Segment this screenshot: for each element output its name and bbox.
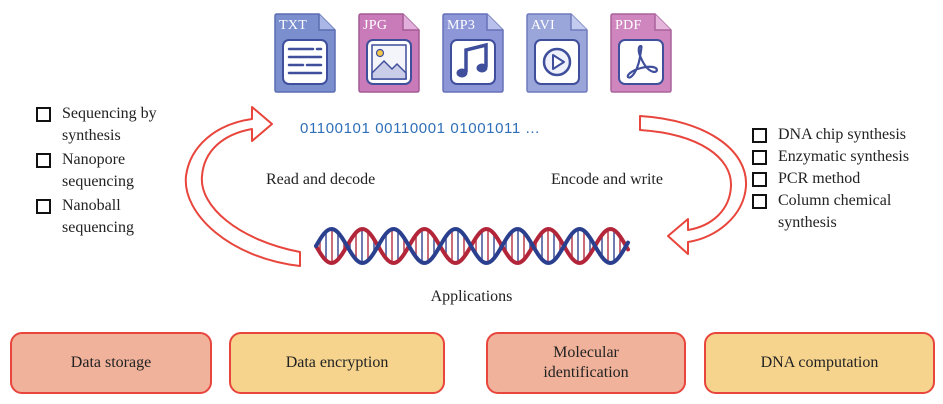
write-method-item: DNA chip synthesis bbox=[752, 124, 909, 146]
read-method-item: Nanoball sequencing bbox=[36, 195, 157, 239]
file-type-label: TXT bbox=[279, 18, 308, 33]
read-method-line: Sequencing by bbox=[62, 105, 157, 122]
video-file-icon: AVI bbox=[525, 12, 589, 94]
checkbox-icon bbox=[36, 107, 51, 122]
read-method-line: sequencing bbox=[62, 173, 134, 190]
write-method-line: Column chemical bbox=[778, 192, 892, 209]
write-method-line: Enzymatic synthesis bbox=[778, 148, 910, 165]
read-arrow bbox=[184, 106, 301, 267]
checkbox-icon bbox=[752, 150, 767, 165]
application-label-line: identification bbox=[543, 364, 629, 381]
dna-helix-icon bbox=[314, 226, 630, 266]
application-molecular-identification: Molecular identification bbox=[486, 332, 686, 394]
application-label: Data encryption bbox=[285, 354, 389, 371]
file-type-label: PDF bbox=[615, 18, 642, 33]
dna-strand-blue bbox=[314, 226, 630, 266]
checkbox-icon bbox=[752, 172, 767, 187]
application-label: DNA computation bbox=[760, 354, 879, 371]
application-dna-computation: DNA computation bbox=[704, 332, 935, 394]
applications-title: Applications bbox=[430, 288, 513, 305]
write-method-line: DNA chip synthesis bbox=[778, 126, 906, 143]
read-methods-list: Sequencing by synthesis Nanopore sequenc… bbox=[36, 103, 157, 241]
checkbox-icon bbox=[752, 128, 767, 143]
write-method-item: Column chemical synthesis bbox=[752, 190, 909, 234]
checkbox-icon bbox=[752, 194, 767, 209]
encode-write-label: Encode and write bbox=[551, 171, 663, 188]
read-decode-label: Read and decode bbox=[266, 171, 376, 188]
write-method-item: PCR method bbox=[752, 168, 909, 190]
file-type-label: JPG bbox=[363, 18, 388, 33]
application-label-line: Molecular bbox=[553, 344, 619, 361]
checkbox-icon bbox=[36, 153, 51, 168]
write-arrow bbox=[639, 115, 748, 255]
application-data-encryption: Data encryption bbox=[229, 332, 445, 394]
application-data-storage: Data storage bbox=[10, 332, 212, 394]
read-method-line: synthesis bbox=[62, 127, 121, 144]
image-file-icon: JPG bbox=[357, 12, 421, 94]
checkbox-icon bbox=[36, 199, 51, 214]
audio-file-icon: MP3 bbox=[441, 12, 505, 94]
read-method-line: Nanoball bbox=[62, 197, 121, 214]
binary-code-text: 01100101 00110001 01001011 ... bbox=[300, 120, 540, 137]
write-method-item: Enzymatic synthesis bbox=[752, 146, 909, 168]
application-label: Data storage bbox=[70, 354, 152, 371]
write-method-line: PCR method bbox=[778, 170, 861, 187]
read-method-item: Nanopore sequencing bbox=[36, 149, 157, 193]
file-type-label: MP3 bbox=[447, 18, 476, 33]
pdf-file-icon: PDF bbox=[609, 12, 673, 94]
write-methods-list: DNA chip synthesis Enzymatic synthesis P… bbox=[752, 124, 909, 234]
write-method-line: synthesis bbox=[778, 214, 837, 231]
read-method-line: Nanopore bbox=[62, 151, 126, 168]
txt-file-icon: TXT bbox=[273, 12, 337, 94]
read-method-item: Sequencing by synthesis bbox=[36, 103, 157, 147]
file-type-label: AVI bbox=[531, 18, 555, 33]
read-method-line: sequencing bbox=[62, 219, 134, 236]
